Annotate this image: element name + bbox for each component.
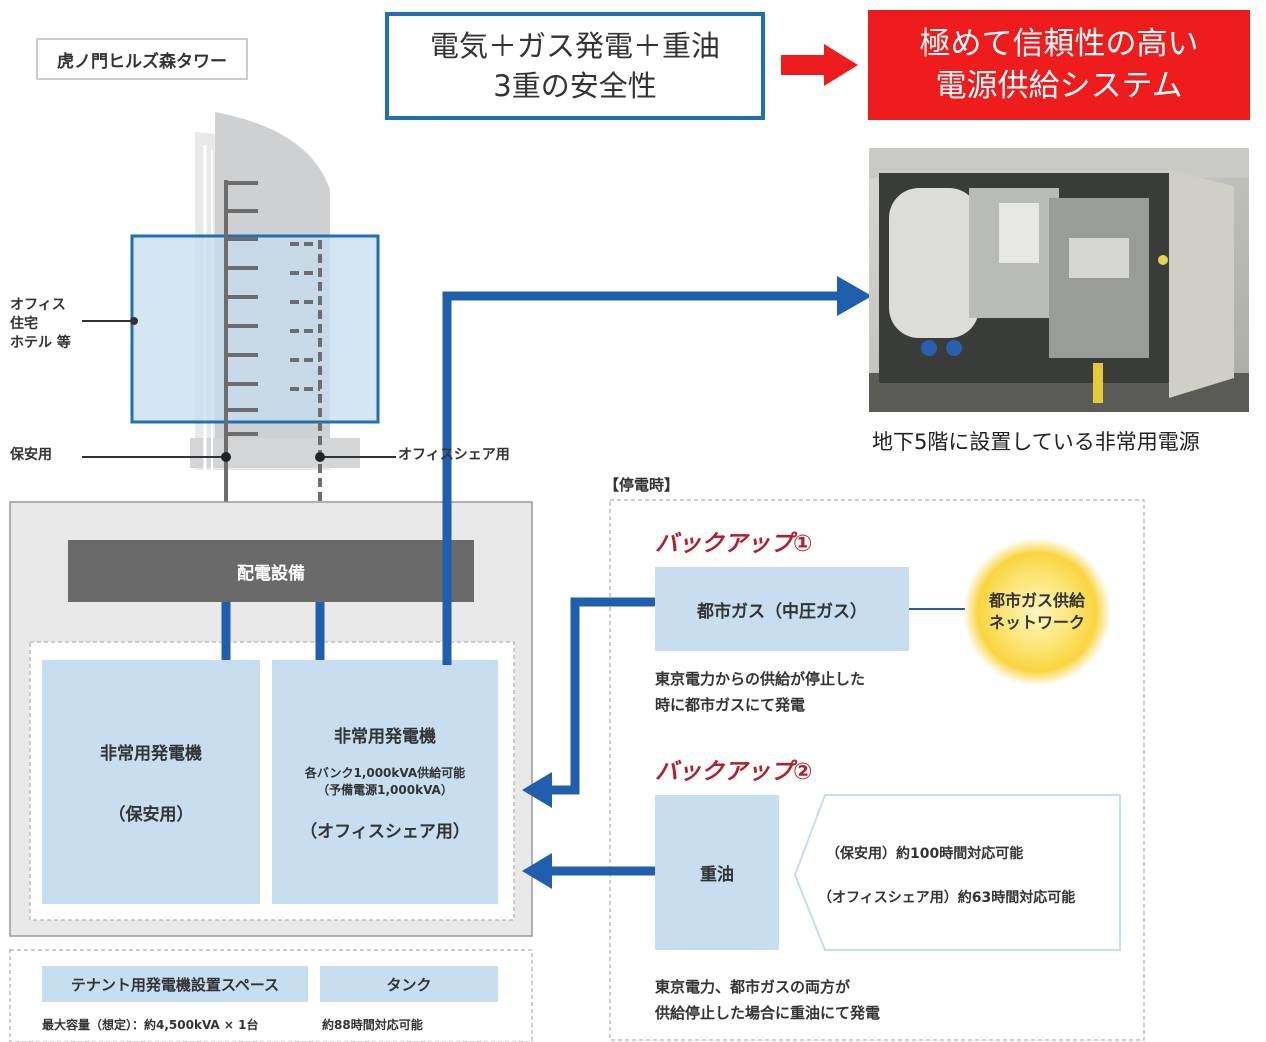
duration-callout	[793, 794, 1121, 951]
security-generator: 非常用発電機 （保安用）	[42, 660, 260, 904]
backup2-desc-line-1: 東京電力、都市ガスの両方が	[655, 978, 851, 996]
tenant-space-box	[42, 966, 308, 1002]
generator-photo-image	[869, 148, 1249, 412]
gas-network-line-1: 都市ガス供給	[988, 591, 1085, 610]
outage-header: 【停電時】	[604, 476, 680, 494]
duration-officeshare: （オフィスシェア用）約63時間対応可能	[818, 890, 1076, 906]
backup1-title: バックアップ①	[655, 531, 813, 557]
gas-network-label: 都市ガス供給 ネットワーク	[963, 584, 1111, 640]
reliability-line-2: 電源供給システム	[935, 68, 1183, 104]
photo-caption: 地下5階に設置している非常用電源	[872, 430, 1200, 454]
backup2-desc-line-2: 供給停止した場合に重油にて発電	[655, 1004, 881, 1022]
officeshare-leader-dot	[315, 452, 325, 462]
backup1-desc-line-1: 東京電力からの供給が停止した	[655, 670, 866, 688]
photo-arrow-head	[837, 276, 872, 316]
usage-label: オフィス 住宅 ホテル 等	[10, 296, 71, 353]
security-riser	[224, 180, 258, 545]
usage-label-residence: 住宅	[10, 316, 38, 332]
office-generator-name: 非常用発電機	[334, 727, 436, 747]
usage-label-hotel: ホテル 等	[10, 335, 71, 351]
gas-network-glow	[963, 538, 1111, 686]
gas-network-line-2: ネットワーク	[988, 613, 1085, 632]
generator-photo	[869, 148, 1249, 412]
backup2-description: 東京電力、都市ガスの両方が 供給停止した場合に重油にて発電	[655, 974, 880, 1026]
headline-arrow	[781, 44, 858, 86]
reliability-headline: 極めて信頼性の高い 電源供給システム	[868, 10, 1250, 120]
heavy-oil-label: 重油	[700, 865, 734, 885]
tank-label: タンク	[386, 975, 432, 994]
tenant-capacity-text: 最大容量（想定）：約4,500kVA × 1台	[42, 1018, 259, 1032]
usage-leader-dot	[130, 317, 138, 325]
photo-arrow-line	[442, 291, 845, 665]
office-generator: 非常用発電機 各バンク1,000kVA供給可能 （予備電源1,000kVA） （…	[272, 660, 498, 904]
backup1-desc-line-2: 時に都市ガスにて発電	[655, 696, 806, 714]
security-generator-name: 非常用発電機	[100, 744, 202, 764]
officeshare-label: オフィスシェア用	[398, 447, 510, 463]
oil-arrow-head	[522, 853, 552, 889]
tenant-space-label: テナント用発電機設置スペース	[70, 975, 280, 994]
building-podium	[190, 438, 360, 468]
distribution-bar	[68, 540, 474, 602]
city-gas-label: 都市ガス（中圧ガス）	[697, 601, 867, 622]
office-generator-spec-2: （予備電源1,000kVA）	[317, 783, 453, 797]
tank-box	[320, 966, 498, 1002]
heavy-oil-box	[655, 795, 779, 950]
reliability-line-1: 極めて信頼性の高い	[919, 26, 1199, 62]
security-generator-sub: （保安用）	[108, 805, 194, 825]
usage-label-office: オフィス	[10, 297, 66, 313]
safety-headline: 電気＋ガス発電＋重油 3重の安全性	[385, 12, 765, 120]
backup2-title: バックアップ②	[655, 759, 813, 785]
safety-line-1: 電気＋ガス発電＋重油	[429, 29, 720, 63]
office-generator-box	[272, 660, 498, 904]
gas-arrow-line	[548, 597, 655, 795]
office-generator-spec-1: 各バンク1,000kVA供給可能	[304, 766, 466, 780]
usage-area-box	[130, 234, 380, 424]
security-generator-box	[42, 660, 260, 904]
duration-security: （保安用）約100時間対応可能	[826, 846, 1024, 862]
tank-duration-text: 約88時間対応可能	[322, 1018, 423, 1032]
security-leader-dot	[221, 452, 231, 462]
backup1-description: 東京電力からの供給が停止した 時に都市ガスにて発電	[655, 666, 865, 718]
safety-line-2: 3重の安全性	[493, 69, 657, 103]
gas-arrow-head	[522, 772, 552, 808]
distribution-label: 配電設備	[237, 563, 305, 584]
building-title: 虎ノ門ヒルズ森タワー	[36, 38, 248, 80]
city-gas-box	[655, 567, 909, 651]
security-label: 保安用	[10, 447, 52, 463]
office-generator-sub: （オフィスシェア用）	[300, 822, 470, 842]
officeshare-riser	[290, 240, 322, 545]
